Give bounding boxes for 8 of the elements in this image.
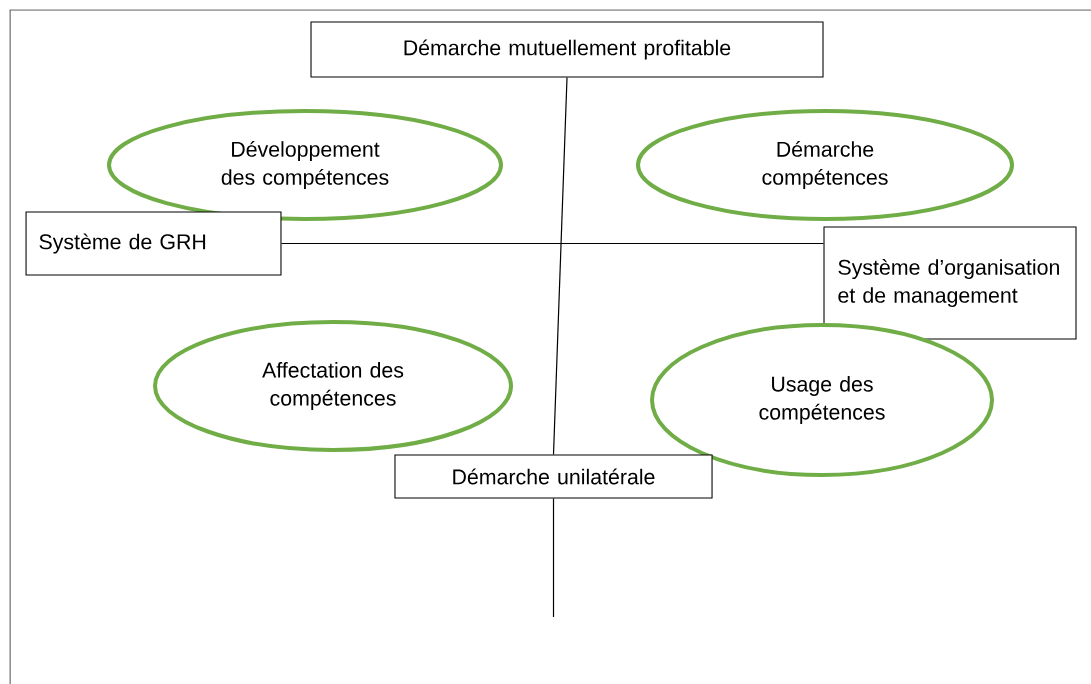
ellipse-node: Démarche compétences — [636, 109, 1014, 221]
axis-line — [552, 76, 568, 456]
ellipse-node: Affectation des compétences — [153, 320, 513, 452]
text-box: Démarche unilatérale — [394, 454, 713, 499]
text-box: Démarche mutuellement profitable — [310, 21, 824, 78]
axis-line — [280, 242, 825, 245]
text-box: Système de GRH — [25, 211, 282, 276]
text-box: Système d’organisation et de management — [823, 226, 1077, 340]
